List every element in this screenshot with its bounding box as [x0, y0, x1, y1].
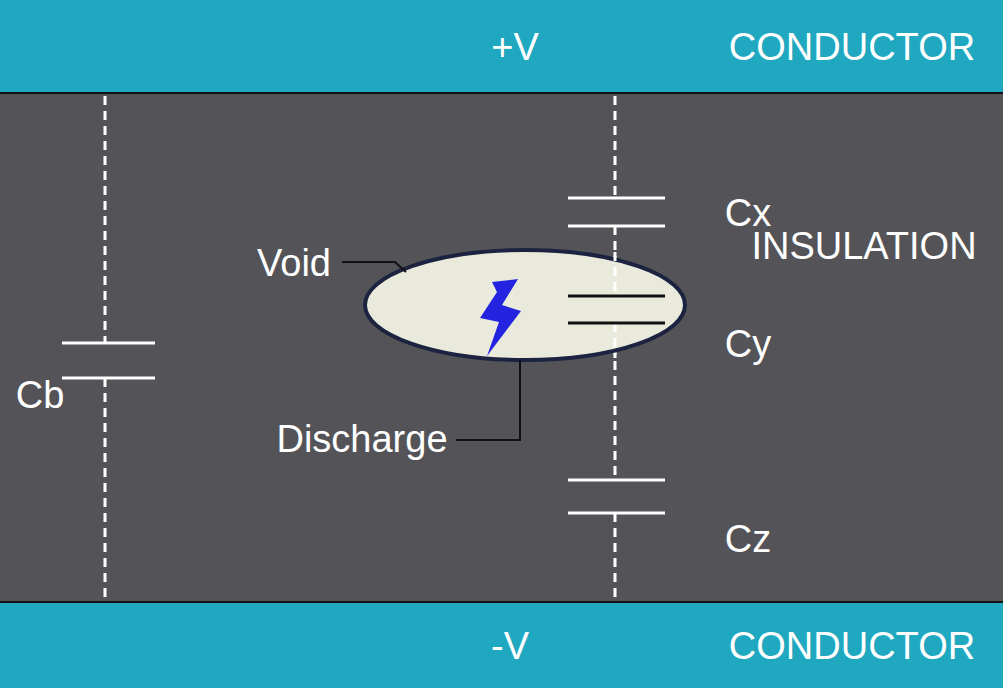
capacitor-label: Cx [725, 193, 771, 235]
node-text: -V [491, 626, 529, 668]
discharge-spark [480, 279, 521, 356]
conductor-band: +V CONDUCTOR [0, 0, 1003, 94]
node-text: CONDUCTOR [729, 27, 975, 69]
void-lead [614, 252, 617, 358]
void-capacitor-plates [568, 296, 665, 323]
capacitor-label: Cy [725, 324, 771, 366]
void-label: Void [257, 243, 331, 285]
insulation-region: INSULATION [0, 94, 1003, 601]
capacitor-label: Cb [16, 375, 65, 417]
leader-lines [342, 262, 520, 440]
capacitor-label: Cz [725, 519, 771, 561]
void-ellipse [365, 250, 685, 360]
discharge-label: Discharge [276, 419, 447, 461]
node-text: CONDUCTOR [729, 626, 975, 668]
node-text: +V [491, 27, 539, 69]
node-text: INSULATION [751, 226, 976, 268]
conductor-band: -V CONDUCTOR [0, 601, 1003, 688]
